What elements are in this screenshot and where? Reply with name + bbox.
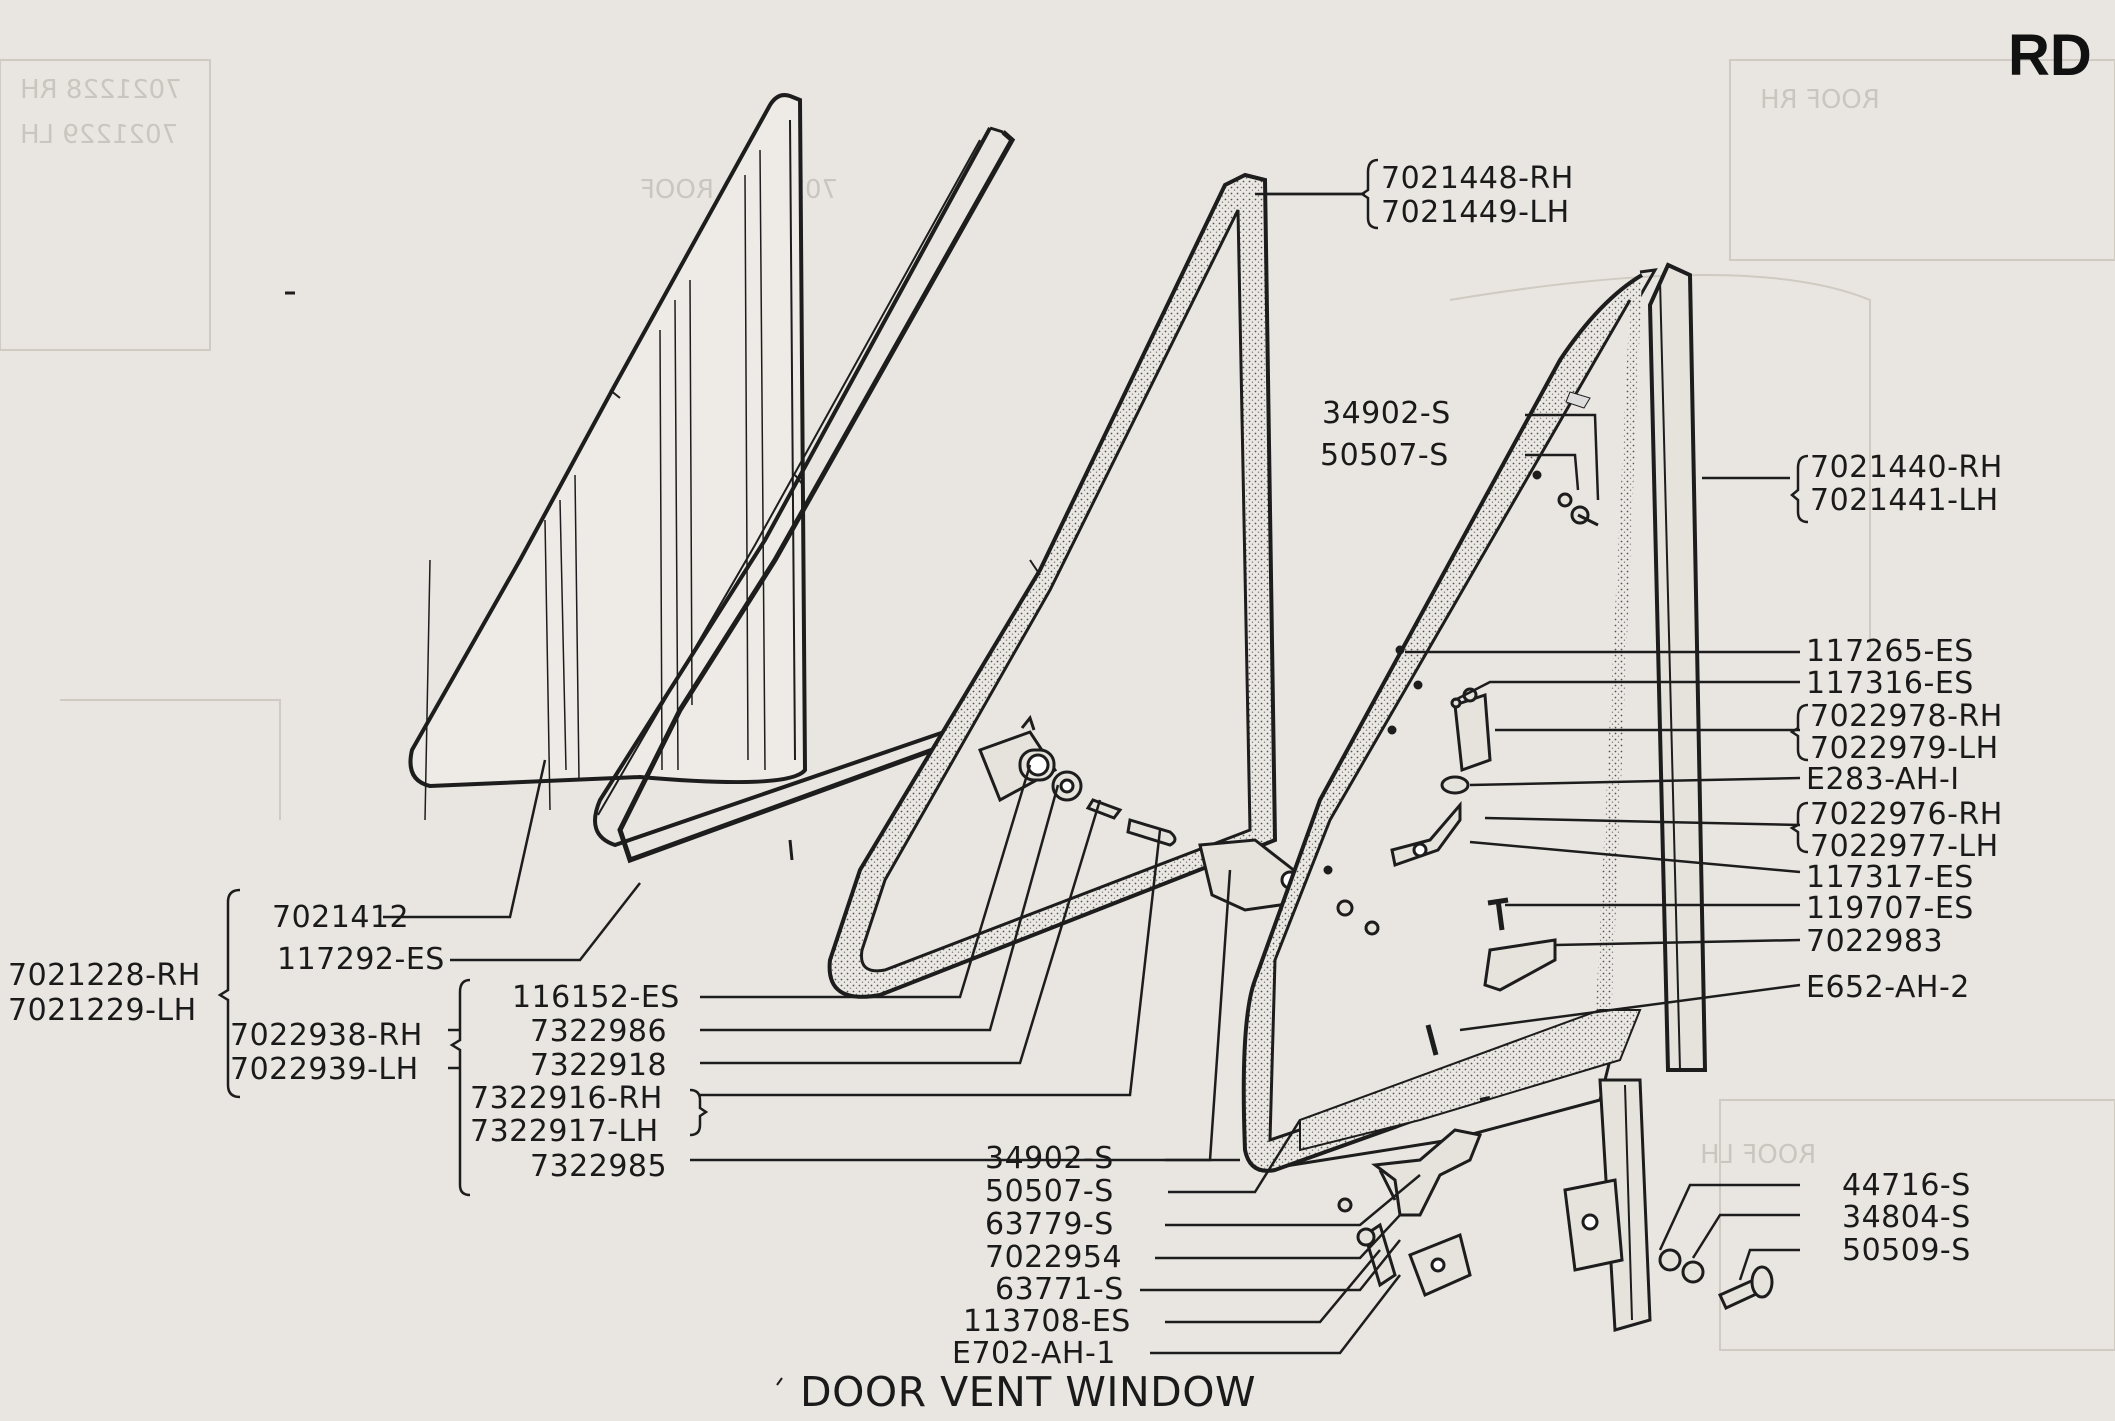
pivot-assembly — [978, 714, 1304, 912]
part-label-34804-s: 34804-S — [1842, 1200, 1971, 1235]
part-label-117265-es: 117265-ES — [1806, 634, 1974, 669]
part-label-113708-es: 113708-ES — [963, 1304, 1131, 1339]
part-label-e652-ah-2: E652-AH-2 — [1806, 970, 1970, 1005]
part-label-63771-s: 63771-S — [995, 1272, 1124, 1307]
part-label-7022939-lh: 7022939-LH — [230, 1052, 419, 1087]
part-label-50507-s-upper: 50507-S — [1320, 438, 1449, 473]
part-label-7322916-rh: 7322916-RH — [470, 1081, 663, 1116]
part-label-7022976-rh: 7022976-RH — [1810, 797, 2003, 832]
weatherstrip-7021448 — [827, 172, 1278, 999]
part-label-7022954: 7022954 — [985, 1240, 1123, 1275]
part-label-117292-es: 117292-ES — [277, 942, 445, 977]
part-label-63779-s: 63779-S — [985, 1207, 1114, 1242]
diagram-title: DOOR VENT WINDOW — [800, 1368, 1257, 1416]
vent-glass-7021412 — [408, 93, 808, 821]
part-label-7322918: 7322918 — [530, 1048, 668, 1083]
part-label-50507-s-lower: 50507-S — [985, 1174, 1114, 1209]
part-label-7322986: 7322986 — [530, 1014, 668, 1049]
part-label-e283-ah-1: E283-AH-I — [1806, 762, 1960, 797]
part-label-119707-es: 119707-ES — [1806, 891, 1974, 926]
part-label-7021229-lh: 7021229-LH — [8, 993, 197, 1028]
part-label-116152-es: 116152-ES — [512, 980, 680, 1015]
part-label-7322985: 7322985 — [530, 1149, 668, 1184]
vent-frame-channel — [593, 126, 1016, 864]
bleed-through-lines — [0, 59, 2115, 1351]
part-label-7021441-lh: 7021441-LH — [1810, 483, 1999, 518]
part-label-7022938-rh: 7022938-RH — [230, 1018, 423, 1053]
part-label-7021228-rh: 7021228-RH — [8, 958, 201, 993]
part-label-7021448-rh: 7021448-RH — [1381, 161, 1574, 196]
part-label-44716-s: 44716-S — [1842, 1168, 1971, 1203]
hardware-pieces — [1336, 492, 1599, 1102]
part-label-34902-s-upper: 34902-S — [1322, 396, 1451, 431]
page-code: RD — [2008, 23, 2092, 88]
part-label-34902-s-lower: 34902-S — [985, 1141, 1114, 1176]
part-label-7022977-lh: 7022977-LH — [1810, 829, 1999, 864]
lower-channel — [1563, 1078, 1652, 1332]
part-label-117317-es: 117317-ES — [1806, 860, 1974, 895]
vent-frame-7021440 — [1241, 262, 1708, 1173]
part-label-7021449-lh: 7021449-LH — [1381, 195, 1570, 230]
part-label-50509-s: 50509-S — [1842, 1233, 1971, 1268]
part-label-7022983: 7022983 — [1806, 924, 1944, 959]
lower-hardware — [1337, 1128, 1774, 1310]
part-label-7022978-rh: 7022978-RH — [1810, 699, 2003, 734]
part-label-7322917-lh: 7322917-LH — [470, 1114, 659, 1149]
part-label-7022979-lh: 7022979-LH — [1810, 731, 1999, 766]
leader-lines — [217, 158, 1809, 1355]
part-label-e702-ah-1: E702-AH-1 — [952, 1336, 1116, 1371]
part-label-117316-es: 117316-ES — [1806, 666, 1974, 701]
part-label-7021412: 7021412 — [272, 900, 410, 935]
part-label-7021440-rh: 7021440-RH — [1810, 450, 2003, 485]
